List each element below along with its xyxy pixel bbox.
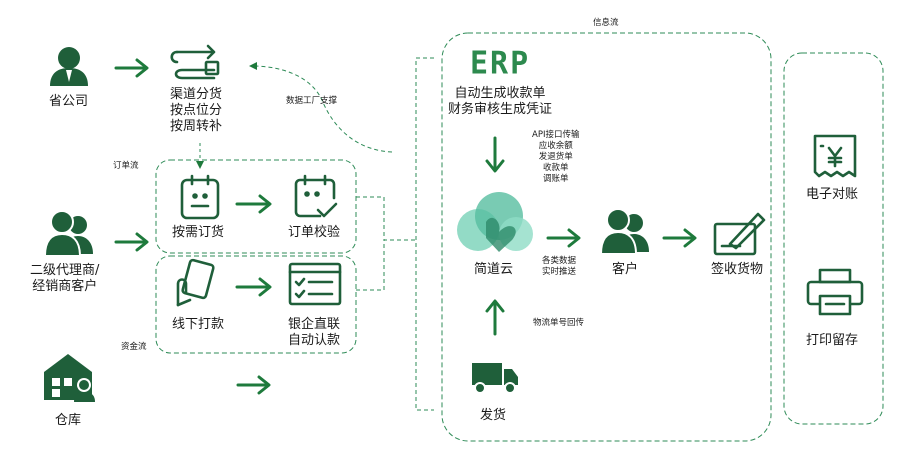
label-erp-desc: 自动生成收款单 财务审核生成凭证 [448, 86, 552, 118]
printer-icon [806, 268, 864, 316]
channel-line-1: 渠道分货 [170, 87, 223, 102]
label-jiandaoyun: 简道云 [474, 262, 514, 277]
label-e-reconcile: 电子对账 [806, 187, 859, 202]
order-flow-box [155, 159, 357, 254]
label-shipping: 发货 [480, 408, 507, 423]
label-order-flow: 订单流 [113, 161, 139, 171]
label-warehouse: 仓库 [55, 413, 82, 428]
label-channel-alloc: 渠道分货 按点位分 按周转补 [170, 87, 222, 135]
bank-line-2: 自动认款 [288, 333, 341, 348]
arrow-province [114, 58, 149, 78]
push-line-2: 实时推送 [542, 267, 577, 277]
api-line-2: 应收余额 [538, 141, 573, 151]
clipboard-check-icon [294, 174, 338, 218]
api-line-4: 收款单 [542, 163, 569, 173]
label-order-on-demand: 按需订货 [172, 225, 225, 240]
fund-connector [356, 240, 385, 291]
channel-line-3: 按周转补 [170, 119, 223, 134]
fund-flow-box [155, 255, 357, 354]
arrow-to-sign [662, 228, 697, 248]
erp-desc-line-2: 财务审核生成凭证 [448, 102, 553, 117]
data-factory-curve [249, 62, 393, 153]
arrow-erp-down [485, 136, 505, 173]
arrow-ship-up [485, 299, 505, 336]
customer-people-icon [599, 208, 649, 255]
label-bank-link: 银企直联 自动认款 [288, 317, 340, 349]
label-province-company: 省公司 [49, 94, 89, 109]
channel-route-icon [170, 44, 220, 80]
arrow-order [235, 194, 272, 214]
label-api-list: API接口传输 应收余额 发退货单 收款单 调账单 [532, 130, 579, 185]
province-company-icon [50, 47, 88, 86]
bank-line-1: 银企直联 [288, 317, 341, 332]
label-push-data: 各类数据 实时推送 [542, 256, 576, 278]
push-line-1: 各类数据 [542, 256, 577, 266]
output-box [783, 52, 884, 425]
label-fund-flow: 资金流 [121, 342, 147, 352]
warehouse-icon [44, 354, 95, 402]
label-sign-goods: 签收货物 [711, 262, 764, 277]
erp-desc-line-1: 自动生成收款单 [454, 86, 546, 101]
distributor-line-1: 二级代理商/ [30, 263, 100, 278]
clipboard-smile-icon [180, 174, 220, 220]
bracket-line [415, 57, 434, 411]
receipt-yen-icon [813, 134, 857, 178]
label-info-flow: 信息流 [593, 18, 619, 28]
sign-contract-icon [713, 212, 766, 256]
api-line-3: 发退货单 [538, 152, 573, 162]
erp-logo: ERP [470, 45, 531, 82]
api-line-5: 调账单 [542, 174, 569, 184]
order-connector [356, 196, 416, 241]
label-data-factory: 数据工厂支撑 [286, 96, 338, 106]
delivery-truck-icon [472, 363, 518, 394]
api-line-1: API接口传输 [532, 130, 580, 140]
arrow-pay [235, 277, 272, 297]
label-offline-pay: 线下打款 [172, 317, 225, 332]
label-order-verify: 订单校验 [288, 225, 341, 240]
distributor-line-2: 经销商客户 [32, 279, 98, 294]
arrow-to-customer [546, 228, 581, 248]
label-distributor: 二级代理商/ 经销商客户 [30, 263, 99, 295]
label-logistics: 物流单号回传 [533, 318, 585, 328]
info-flow-box [441, 32, 772, 442]
arrow-distributor [114, 232, 149, 252]
checklist-icon [288, 262, 342, 306]
jiandaoyun-logo-icon [457, 192, 533, 252]
label-print-keep: 打印留存 [806, 333, 859, 348]
label-customer: 客户 [612, 262, 639, 277]
distributor-people-icon [43, 210, 93, 257]
hand-payment-icon [176, 258, 215, 307]
channel-line-2: 按点位分 [170, 103, 223, 118]
arrow-warehouse [236, 375, 271, 395]
